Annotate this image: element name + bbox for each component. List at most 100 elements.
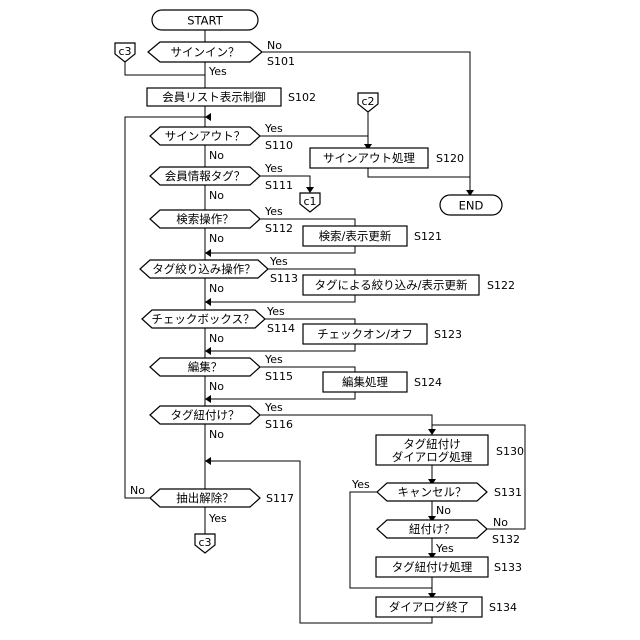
svg-text:キャンセル？: キャンセル？: [398, 485, 467, 499]
svg-text:タグ紐付け: タグ紐付け: [403, 437, 461, 451]
branch-s113-yes: Yes: [269, 255, 288, 268]
process-edit: 編集処理: [323, 372, 407, 392]
branch-s101-yes: Yes: [208, 65, 227, 78]
branch-s111-yes: Yes: [264, 162, 283, 175]
step-s102: S102: [288, 91, 316, 104]
branch-s131-yes: Yes: [351, 478, 370, 491]
connector-c1: c1: [300, 193, 320, 212]
svg-text:c3: c3: [118, 45, 131, 58]
svg-text:START: START: [187, 14, 223, 28]
svg-text:タグ紐付け処理: タグ紐付け処理: [392, 560, 473, 574]
step-s117: S117: [266, 492, 294, 505]
step-s121: S121: [414, 230, 442, 243]
branch-s115-no: No: [209, 380, 224, 393]
svg-text:ダイアログ終了: ダイアログ終了: [389, 600, 470, 614]
step-s110: S110: [265, 139, 293, 152]
svg-text:編集処理: 編集処理: [342, 375, 388, 389]
step-s114: S114: [267, 322, 295, 335]
branch-s110-yes: Yes: [264, 122, 283, 135]
connector-c3-top: c3: [115, 43, 135, 62]
svg-text:c2: c2: [361, 95, 374, 108]
svg-text:検索操作？: 検索操作？: [176, 212, 234, 226]
step-s122: S122: [487, 279, 515, 292]
svg-text:サインイン？: サインイン？: [171, 45, 240, 59]
decision-search: 検索操作？: [150, 210, 260, 228]
step-s123: S123: [434, 328, 462, 341]
process-member-list: 会員リスト表示制御: [147, 88, 281, 106]
connector-c3-bottom: c3: [195, 534, 215, 553]
decision-cancel: キャンセル？: [377, 483, 487, 501]
step-s134: S134: [489, 601, 517, 614]
branch-s116-no: No: [209, 428, 224, 441]
process-check-onoff: チェックオン/オフ: [303, 324, 427, 344]
step-s101: S101: [267, 55, 295, 68]
arrow-s123-back: [205, 347, 211, 355]
step-s111: S111: [265, 179, 293, 192]
branch-labels: No Yes c3 Yes No Yes No Yes No Yes No Ye…: [130, 39, 508, 555]
branch-s113-no: No: [209, 282, 224, 295]
decision-unextract: 抽出解除？: [150, 489, 260, 507]
step-s112: S112: [265, 222, 293, 235]
arrow-loop-back-top: [205, 113, 211, 121]
decision-signin: サインイン？: [148, 42, 262, 62]
svg-text:タグ紐付け？: タグ紐付け？: [171, 408, 240, 422]
process-tag-link: タグ紐付け処理: [376, 557, 488, 577]
process-dialog-end: ダイアログ終了: [376, 597, 482, 617]
branch-s115-yes: Yes: [264, 353, 283, 366]
svg-text:サインアウト？: サインアウト？: [165, 129, 246, 143]
decision-checkbox: チェックボックス？: [142, 310, 265, 328]
step-s116: S116: [265, 418, 293, 431]
svg-text:c3: c3: [198, 536, 211, 549]
process-search-update: 検索/表示更新: [303, 226, 407, 246]
svg-text:会員リスト表示制御: 会員リスト表示制御: [162, 90, 266, 104]
arrow-to-c1: [306, 187, 314, 193]
branch-s111-no: No: [209, 189, 224, 202]
branch-s112-yes: Yes: [264, 205, 283, 218]
svg-text:END: END: [459, 199, 484, 213]
arrow-s124-back: [205, 395, 211, 403]
branch-s117-yes: Yes: [208, 512, 227, 525]
arrow-s121-back: [205, 249, 211, 257]
decision-tagging: タグ紐付け？: [150, 406, 260, 424]
step-s131: S131: [494, 486, 522, 499]
decision-edit: 編集？: [150, 358, 260, 376]
branch-s132-yes: Yes: [435, 542, 454, 555]
step-s132: S132: [492, 533, 520, 546]
decision-link: 紐付け？: [377, 520, 487, 538]
branch-s101-no: No: [267, 39, 282, 52]
svg-text:会員情報タグ？: 会員情報タグ？: [165, 169, 246, 183]
svg-text:チェックオン/オフ: チェックオン/オフ: [317, 327, 413, 341]
branch-s132-no: No: [493, 516, 508, 529]
decision-tag-filter: タグ絞り込み操作？: [140, 260, 268, 278]
svg-text:タグ絞り込み操作？: タグ絞り込み操作？: [152, 262, 256, 276]
svg-text:ダイアログ処理: ダイアログ処理: [392, 450, 473, 464]
svg-text:紐付け？: 紐付け？: [409, 522, 455, 536]
branch-s114-yes: Yes: [266, 305, 285, 318]
step-s133: S133: [494, 561, 522, 574]
arrow-s122-back: [205, 298, 211, 306]
arrow-dialog-back: [205, 457, 211, 465]
branch-s116-yes: Yes: [264, 401, 283, 414]
svg-text:チェックボックス？: チェックボックス？: [151, 312, 254, 326]
svg-text:タグによる絞り込み/表示更新: タグによる絞り込み/表示更新: [314, 278, 468, 292]
decision-signout: サインアウト？: [150, 127, 260, 145]
start-terminal: START: [152, 10, 258, 30]
branch-s114-no: No: [209, 332, 224, 345]
process-tag-dialog: タグ紐付け ダイアログ処理: [376, 435, 488, 465]
step-s115: S115: [265, 370, 293, 383]
decision-member-tag: 会員情報タグ？: [150, 167, 260, 185]
branch-s117-no: No: [130, 484, 145, 497]
end-terminal: END: [440, 195, 502, 215]
svg-text:抽出解除？: 抽出解除？: [176, 491, 234, 505]
branch-s110-no: No: [209, 149, 224, 162]
step-s124: S124: [414, 376, 442, 389]
svg-text:検索/表示更新: 検索/表示更新: [319, 229, 392, 243]
svg-text:編集？: 編集？: [188, 360, 223, 374]
process-tag-filter-update: タグによる絞り込み/表示更新: [303, 275, 479, 295]
branch-s112-no: No: [209, 232, 224, 245]
branch-s131-no: No: [436, 504, 451, 517]
step-s120: S120: [436, 152, 464, 165]
step-s113: S113: [270, 272, 298, 285]
process-signout: サインアウト処理: [310, 148, 428, 168]
